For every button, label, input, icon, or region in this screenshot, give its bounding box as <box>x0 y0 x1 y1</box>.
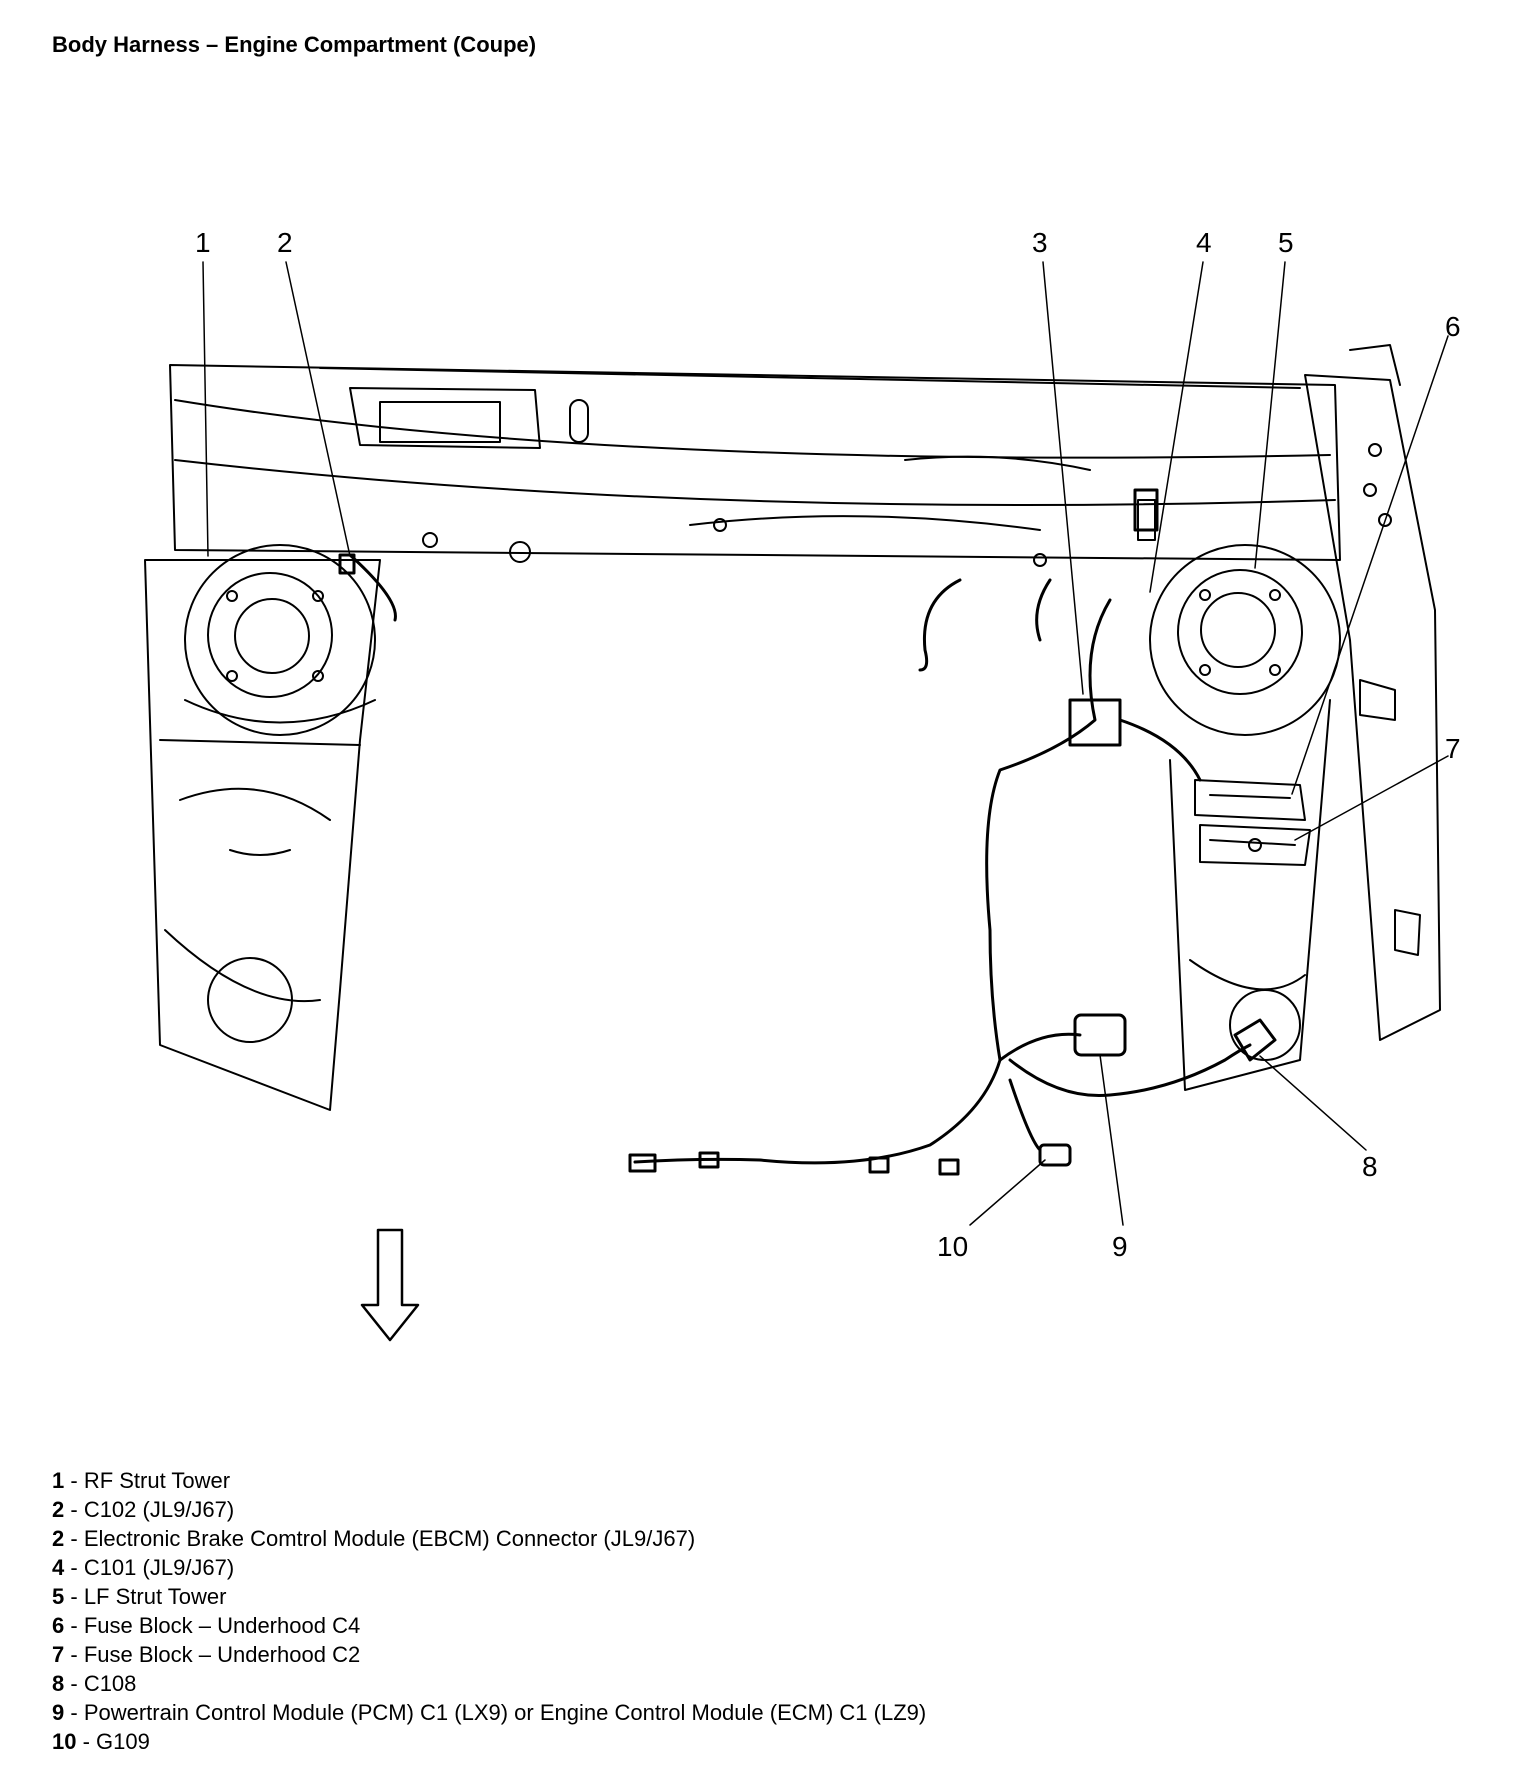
engine-compartment-diagram: 1 2 3 4 5 6 7 8 10 9 <box>144 227 1461 1342</box>
callout-leaders <box>202 261 1449 1226</box>
legend-item: 7 - Fuse Block – Underhood C2 <box>52 1642 361 1667</box>
callout-labels: 1 2 3 4 5 6 7 8 10 9 <box>195 227 1461 1262</box>
legend: 1 - RF Strut Tower 2 - C102 (JL9/J67) 2 … <box>52 1466 926 1756</box>
callout-6: 6 <box>1445 311 1461 342</box>
forward-arrow-icon <box>360 1228 420 1342</box>
rf-strut-tower <box>184 544 376 736</box>
legend-item: 10 - G109 <box>52 1729 150 1754</box>
legend-item: 9 - Powertrain Control Module (PCM) C1 (… <box>52 1700 927 1725</box>
callout-8: 8 <box>1362 1151 1378 1182</box>
callout-9: 9 <box>1112 1231 1128 1262</box>
rf-fender-apron <box>144 559 381 1111</box>
callout-1: 1 <box>195 227 211 258</box>
legend-item: 6 - Fuse Block – Underhood C4 <box>52 1613 361 1638</box>
callout-7: 7 <box>1445 733 1461 764</box>
callout-10: 10 <box>937 1231 968 1262</box>
underhood-fuse-block <box>1194 779 1311 866</box>
legend-item: 5 - LF Strut Tower <box>52 1584 227 1609</box>
callout-3: 3 <box>1032 227 1048 258</box>
legend-item: 1 - RF Strut Tower <box>52 1468 231 1493</box>
legend-item: 2 - C102 (JL9/J67) <box>52 1497 235 1522</box>
page-title: Body Harness – Engine Compartment (Coupe… <box>52 32 537 57</box>
callout-2: 2 <box>277 227 293 258</box>
callout-4: 4 <box>1196 227 1212 258</box>
lf-strut-tower <box>1149 544 1341 736</box>
legend-item: 4 - C101 (JL9/J67) <box>52 1555 235 1580</box>
body-harness <box>338 488 1277 1176</box>
legend-item: 8 - C108 <box>52 1671 137 1696</box>
callout-5: 5 <box>1278 227 1294 258</box>
legend-item: 2 - Electronic Brake Comtrol Module (EBC… <box>52 1526 696 1551</box>
